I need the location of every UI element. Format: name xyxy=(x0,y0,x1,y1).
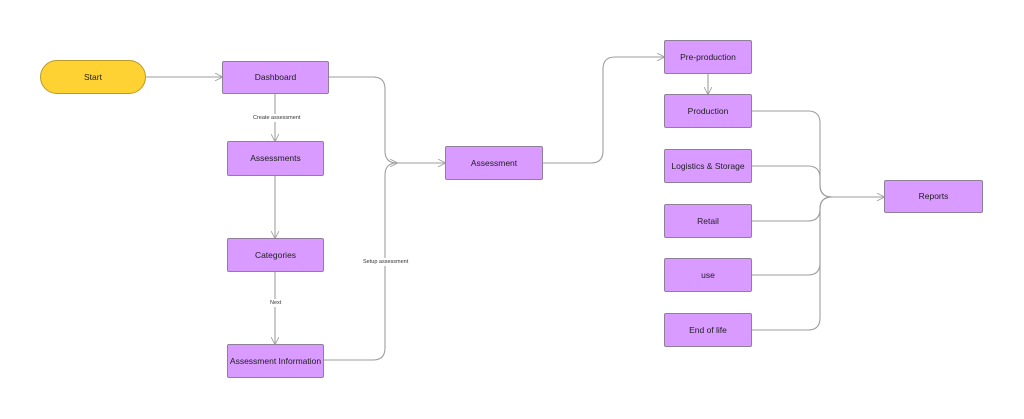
categories-node-label: Categories xyxy=(254,249,297,260)
end-of-life-node-label: End of life xyxy=(689,324,727,335)
assessment-node-label: Assessment xyxy=(470,157,518,168)
retail-node[interactable]: Retail xyxy=(664,204,752,238)
edge-assessment-to-pre-production xyxy=(543,57,664,164)
pre-production-node-label: Pre-production xyxy=(680,51,736,62)
assessment-information-node-label: Assessment Information xyxy=(229,355,322,366)
edge-logistics-to-reports xyxy=(752,165,833,198)
logistics-storage-node-label: Logistics & Storage xyxy=(671,160,745,171)
edge-assessment-information-to-assessment xyxy=(324,163,397,361)
start-node-label: Start xyxy=(84,71,102,82)
reports-node[interactable]: Reports xyxy=(884,180,983,213)
use-node[interactable]: use xyxy=(664,258,752,292)
reports-node-label: Reports xyxy=(918,191,949,202)
dashboard-node-label: Dashboard xyxy=(254,72,297,83)
assessments-node[interactable]: Assessments xyxy=(227,141,324,176)
assessment-node[interactable]: Assessment xyxy=(445,146,543,180)
dashboard-node[interactable]: Dashboard xyxy=(222,61,329,94)
edge-label-create-assessment: Create assessment xyxy=(251,114,303,122)
pre-production-node[interactable]: Pre-production xyxy=(664,40,752,74)
edge-end-of-life-to-reports xyxy=(752,196,833,331)
edge-dashboard-to-assessment xyxy=(329,76,445,163)
start-node[interactable]: Start xyxy=(40,60,146,94)
edge-label-next: Next xyxy=(268,299,284,307)
end-of-life-node[interactable]: End of life xyxy=(664,313,752,347)
edge-production-to-reports xyxy=(752,110,884,197)
production-node[interactable]: Production xyxy=(664,94,752,128)
assessments-node-label: Assessments xyxy=(250,153,301,164)
edge-label-setup-assessment: Setup assessment xyxy=(361,258,411,266)
use-node-label: use xyxy=(701,269,715,280)
production-node-label: Production xyxy=(687,105,729,116)
logistics-storage-node[interactable]: Logistics & Storage xyxy=(664,149,752,183)
categories-node[interactable]: Categories xyxy=(227,238,324,272)
assessment-information-node[interactable]: Assessment Information xyxy=(227,344,324,378)
retail-node-label: Retail xyxy=(697,215,719,226)
